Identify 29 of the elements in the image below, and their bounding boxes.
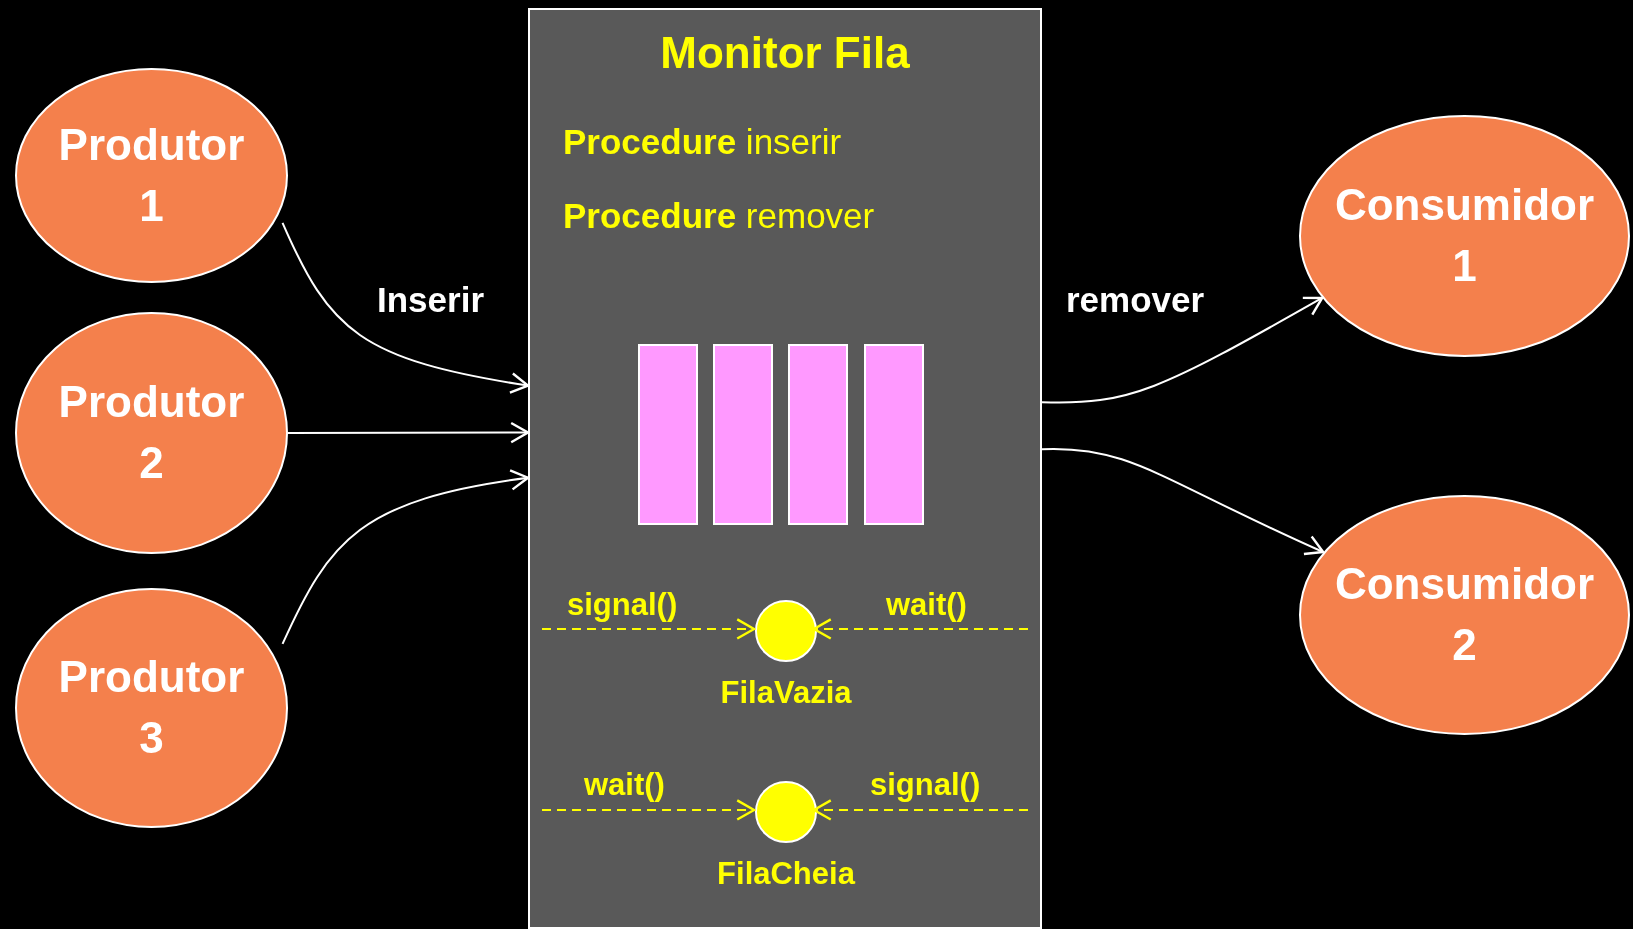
procedure-text: Procedure inserir (563, 122, 842, 162)
queue-slot (713, 344, 773, 525)
ellipse-node (15, 588, 288, 828)
queue-slot (788, 344, 848, 525)
arrow (281, 469, 530, 645)
condition-label: FilaVazia (719, 675, 853, 711)
dashed-arrow (812, 618, 1029, 640)
node-label: Consumidor 1 (1333, 179, 1596, 292)
ellipse-node (1299, 115, 1630, 357)
node-label: Produtor 1 (57, 118, 246, 232)
queue-slot (638, 344, 698, 525)
ellipse-node (15, 312, 288, 554)
dashed-arrow (812, 799, 1029, 821)
ellipse-node (1299, 495, 1630, 735)
condition-label: FilaCheia (716, 856, 857, 892)
dashed-arrow (541, 618, 756, 640)
arrow (1041, 447, 1325, 556)
ellipse-node (15, 68, 288, 283)
queue-slot (864, 344, 924, 525)
panel-title: Monitor Fila (659, 28, 911, 78)
arrow (287, 421, 530, 444)
dashed-arrow (541, 799, 756, 821)
node-label: Produtor 3 (57, 651, 246, 764)
arrow (281, 221, 530, 394)
node-label: Consumidor 2 (1333, 558, 1596, 671)
node-label: Produtor 2 (57, 376, 246, 489)
procedure-text: Procedure remover (563, 196, 875, 236)
monitor-panel (528, 8, 1042, 929)
arrow (1041, 296, 1324, 404)
